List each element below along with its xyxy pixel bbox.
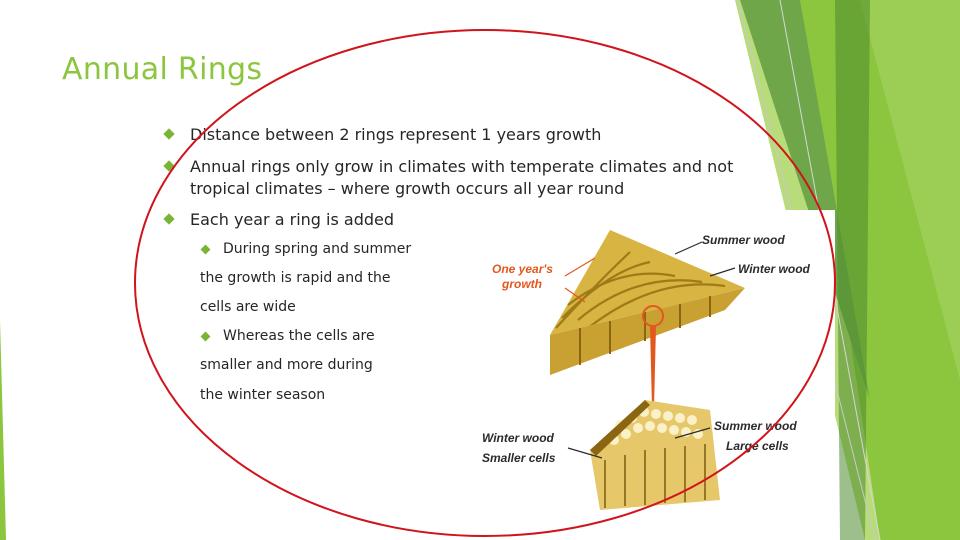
label-winter-wood: Winter wood — [738, 262, 811, 276]
label-smaller-cells: Smaller cells — [482, 451, 556, 465]
label-large-cells: Large cells — [726, 439, 789, 453]
bullet-1: Distance between 2 rings represent 1 yea… — [190, 125, 602, 144]
label-one-year: One year's — [492, 262, 553, 276]
label-summer-wood: Summer wood — [702, 233, 785, 247]
deco-left-sliver — [0, 320, 6, 540]
sub-bullet-2-cont-1: smaller and more during — [200, 357, 373, 373]
bullet-3: Each year a ring is added — [190, 210, 394, 229]
deco-dark-strip — [835, 0, 870, 540]
deco-bright — [860, 0, 960, 380]
label-winter-wood-bottom: Winter wood — [482, 431, 555, 445]
bullet-2-line-1: Annual rings only grow in climates with … — [190, 157, 734, 176]
sub-bullet-1-cont-2: cells are wide — [200, 299, 296, 315]
sub-bullet-1-cont-1: the growth is rapid and the — [200, 270, 391, 286]
tree-ring-diagram: Summer wood Winter wood One year's growt… — [470, 210, 835, 540]
label-summer-wood-bottom: Summer wood — [714, 419, 797, 433]
sub-bullet-1-lead: During spring and summer — [223, 241, 412, 257]
sub-bullet-2-cont-2: the winter season — [200, 387, 326, 403]
sub-bullet-2-lead: Whereas the cells are — [223, 328, 375, 344]
slide-title: Annual Rings — [62, 52, 263, 87]
label-growth: growth — [501, 277, 542, 291]
bullet-2-line-2: tropical climates – where growth occurs … — [190, 179, 625, 198]
